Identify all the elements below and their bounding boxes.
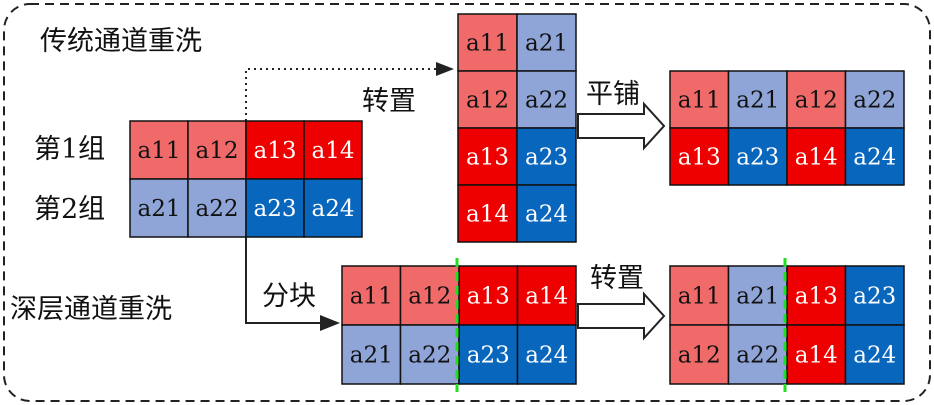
cell-a22 [187,178,247,238]
split-connector-arrowhead [320,315,340,331]
cell-label: a14 [312,138,355,164]
cell-label: a23 [467,343,510,369]
cell-label: a14 [466,202,509,228]
grid-result: a11 a21 a13 a23 a12 a22 a14 a24 [669,265,905,385]
cell-a14 [786,324,847,385]
grid-tiled: a11 a21 a12 a22 a13 a23 a14 a24 [669,70,905,186]
cell-label: a21 [525,31,568,57]
split-connector [245,237,322,324]
label-transpose-2: 转置 [590,263,644,294]
cell-a23 [245,178,305,238]
label-tile: 平铺 [586,79,640,110]
cell-a14 [457,184,518,243]
grid-source: a11 a12 a13 a14 a21 a22 a23 a24 [129,120,363,238]
label-group-2: 第2组 [34,194,105,225]
cell-label: a13 [254,138,297,164]
cell-label: a23 [254,196,297,222]
cell-label: a24 [312,196,355,222]
cell-label: a21 [350,343,393,369]
cell-a13 [669,127,730,186]
label-transpose-1: 转置 [362,86,416,117]
cell-a11 [129,120,189,180]
cell-a22 [727,324,788,385]
cell-label: a21 [736,284,779,310]
cell-a11 [669,70,730,129]
cell-label: a23 [525,145,568,171]
cell-a11 [457,13,518,72]
cell-label: a11 [678,88,721,114]
cell-a22 [516,70,577,129]
cell-a21 [727,70,788,129]
cell-label: a11 [350,284,393,310]
cell-a23 [516,127,577,186]
tile-arrow [577,101,666,151]
cell-a11 [341,265,402,326]
dotted-connector [245,68,438,121]
dotted-connector-arrowhead [436,62,454,76]
cell-label: a24 [853,145,896,171]
cell-a12 [457,70,518,129]
cell-label: a22 [196,196,239,222]
cell-a24 [303,178,363,238]
cell-label: a14 [525,284,568,310]
cell-label: a11 [138,138,181,164]
cell-label: a24 [525,202,568,228]
cell-label: a14 [795,343,838,369]
cell-a24 [516,184,577,243]
transpose-arrow [577,291,666,341]
cell-a14 [786,127,847,186]
cell-a21 [516,13,577,72]
cell-label: a13 [678,145,721,171]
cell-a24 [844,127,905,186]
cell-a21 [341,324,402,385]
label-channel-shuffle: 传统通道重洗 [40,26,202,57]
cell-label: a23 [853,284,896,310]
cell-label: a14 [795,145,838,171]
outer-frame [3,3,931,402]
cell-label: a22 [525,88,568,114]
cell-label: a11 [466,31,509,57]
cell-a24 [844,324,905,385]
cell-label: a22 [736,343,779,369]
cell-a12 [669,324,730,385]
grid-blocked: a11 a12 a13 a14 a21 a22 a23 a24 [341,265,577,385]
cell-label: a21 [138,196,181,222]
label-deep-shuffle: 深层通道重洗 [10,294,172,325]
cell-label: a13 [795,284,838,310]
label-split: 分块 [262,281,316,312]
cell-label: a13 [467,284,510,310]
cell-label: a12 [408,284,451,310]
cell-a14 [303,120,363,180]
cell-label: a12 [196,138,239,164]
cell-label: a22 [408,343,451,369]
cell-a13 [245,120,305,180]
cell-label: a22 [853,88,896,114]
cell-label: a12 [466,88,509,114]
cell-a12 [399,265,460,326]
cell-a24 [516,324,577,385]
cell-a23 [727,127,788,186]
grid-transposed: a11 a21 a12 a22 a13 a23 a14 a24 [457,13,577,243]
cell-a12 [786,70,847,129]
cell-label: a24 [853,343,896,369]
cell-label: a12 [795,88,838,114]
cell-label: a12 [678,343,721,369]
cell-label: a24 [525,343,568,369]
label-group-1: 第1组 [34,134,105,165]
cell-a13 [457,127,518,186]
cell-label: a21 [736,88,779,114]
cell-label: a23 [736,145,779,171]
cell-a23 [458,324,519,385]
cell-label: a11 [678,284,721,310]
cell-label: a13 [466,145,509,171]
